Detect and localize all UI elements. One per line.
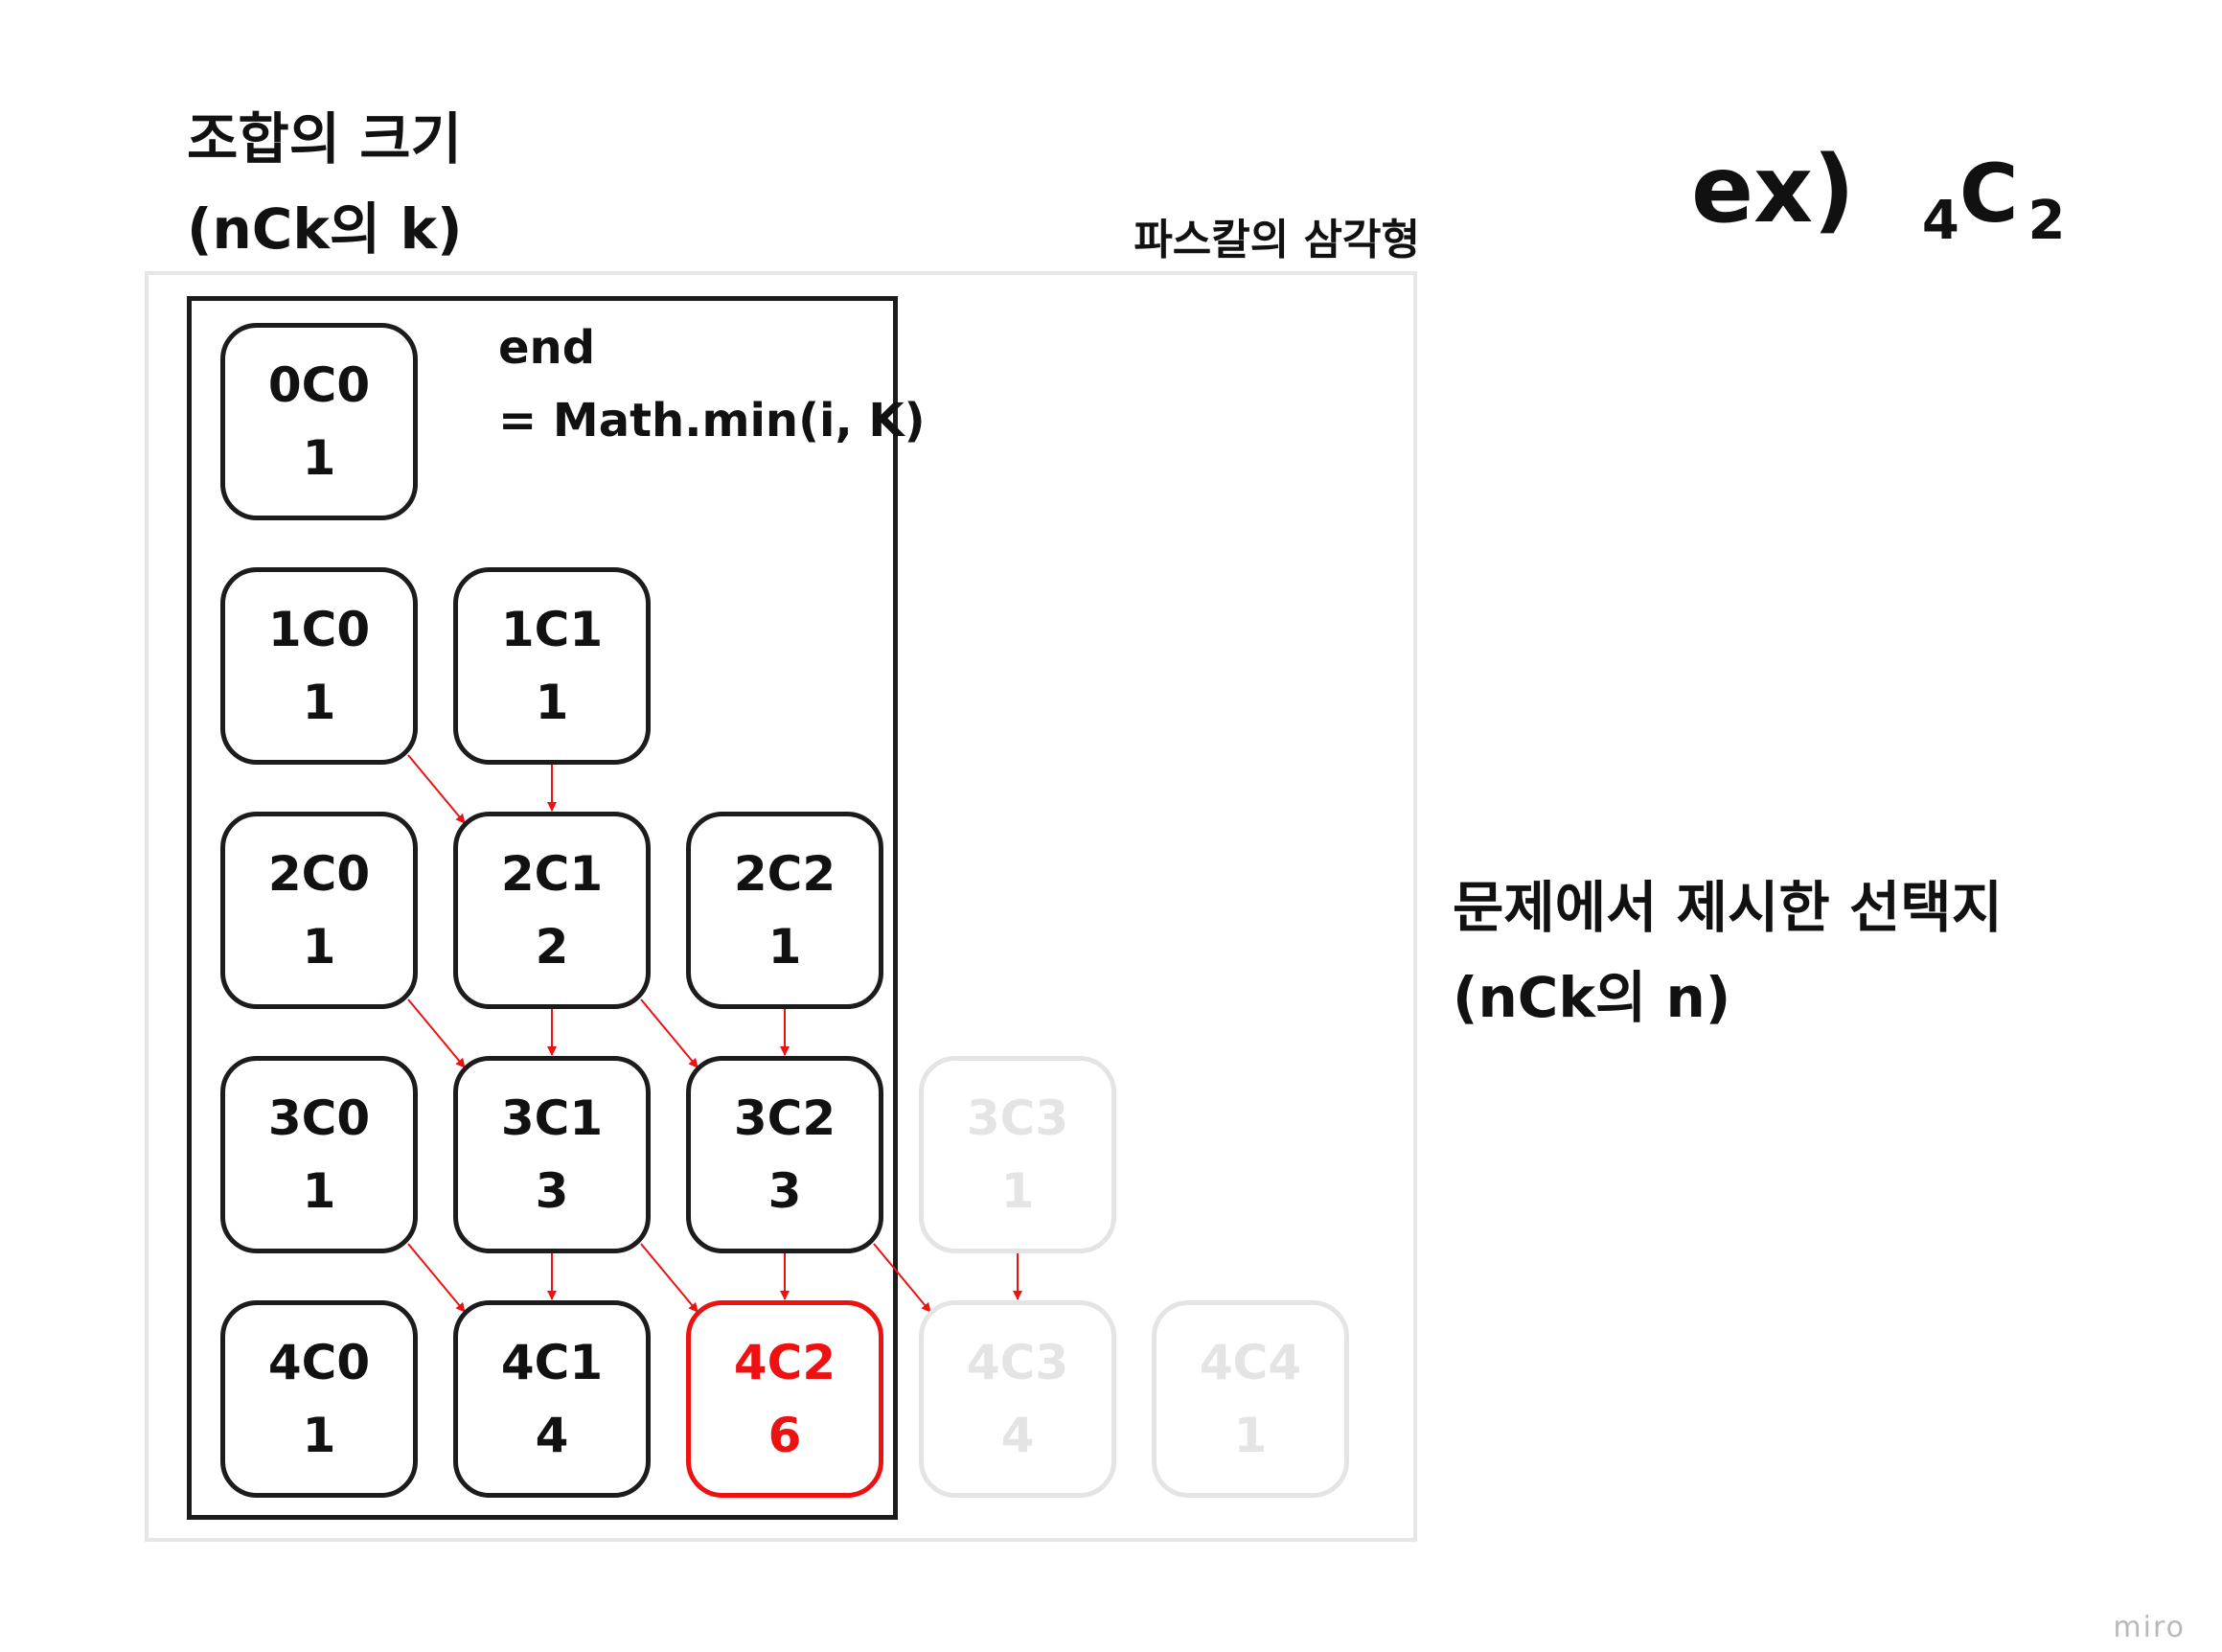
given-choices-title: 문제에서 제시한 선택지 (1453, 875, 2003, 940)
cell-value: 1 (767, 919, 802, 975)
example-n: 4 (1921, 190, 1959, 252)
pascal-triangle-title: 파스칼의 삼각형 (1134, 216, 1420, 264)
arrow-diagonal-10 (873, 1243, 931, 1313)
cell-label: 1C0 (267, 602, 371, 657)
example-prefix: ex) (1691, 136, 1855, 243)
arrow-diagonal-2 (407, 998, 466, 1068)
cell-value: 6 (767, 1408, 802, 1463)
cell-label: 4C4 (1199, 1335, 1302, 1390)
computed-range-frame (187, 296, 898, 1520)
cell-value: 1 (302, 430, 336, 486)
cell-value: 3 (767, 1163, 802, 1219)
cell-value: 4 (535, 1408, 569, 1463)
cell-label: 4C3 (966, 1335, 1069, 1390)
cell-label: 3C0 (267, 1090, 371, 1146)
miro-watermark: miro (2113, 1611, 2186, 1644)
cell-label: 2C1 (500, 846, 604, 902)
cell-value: 3 (535, 1163, 569, 1219)
combination-size-title: 조합의 크기 (187, 106, 462, 172)
cell-value: 1 (302, 919, 336, 975)
cell-value: 1 (302, 1163, 336, 1219)
cell-value: 4 (1000, 1408, 1035, 1463)
arrow-diagonal-8 (640, 1243, 699, 1313)
cell-value: 1 (535, 675, 569, 730)
cell-label: 3C2 (733, 1090, 836, 1146)
cell-label: 4C0 (267, 1335, 371, 1390)
cell-value: 2 (535, 919, 569, 975)
example-k: 2 (2027, 190, 2066, 252)
example-c: C (1959, 147, 2019, 241)
given-choices-subtitle: (nCk의 n) (1453, 965, 1731, 1030)
end-formula-line-1: end (498, 321, 596, 375)
cell-label: 0C0 (267, 357, 371, 413)
cell-value: 1 (302, 1408, 336, 1463)
cell-label: 4C1 (500, 1335, 604, 1390)
cell-label: 2C2 (733, 846, 836, 902)
combination-size-label: 조합의 크기 (nCk의 k) (187, 94, 463, 274)
end-formula: end = Math.min(i, K) (498, 311, 926, 457)
cell-label: 1C1 (500, 602, 604, 657)
cell-label: 3C3 (966, 1090, 1069, 1146)
cell-value: 1 (302, 675, 336, 730)
arrow-diagonal-6 (407, 1243, 466, 1313)
cell-label: 2C0 (267, 846, 371, 902)
end-formula-line-2: = Math.min(i, K) (498, 394, 926, 447)
arrow-diagonal-0 (407, 754, 466, 824)
arrow-diagonal-4 (640, 998, 699, 1068)
cell-value: 1 (1233, 1408, 1268, 1463)
pascal-triangle-frame (145, 271, 1417, 1542)
cell-value: 1 (1000, 1163, 1035, 1219)
cell-label: 4C2 (733, 1335, 836, 1390)
given-choices-label: 문제에서 제시한 선택지 (nCk의 n) (1453, 862, 2003, 1043)
cell-label: 3C1 (500, 1090, 604, 1146)
combination-size-subtitle: (nCk의 k) (187, 196, 463, 262)
